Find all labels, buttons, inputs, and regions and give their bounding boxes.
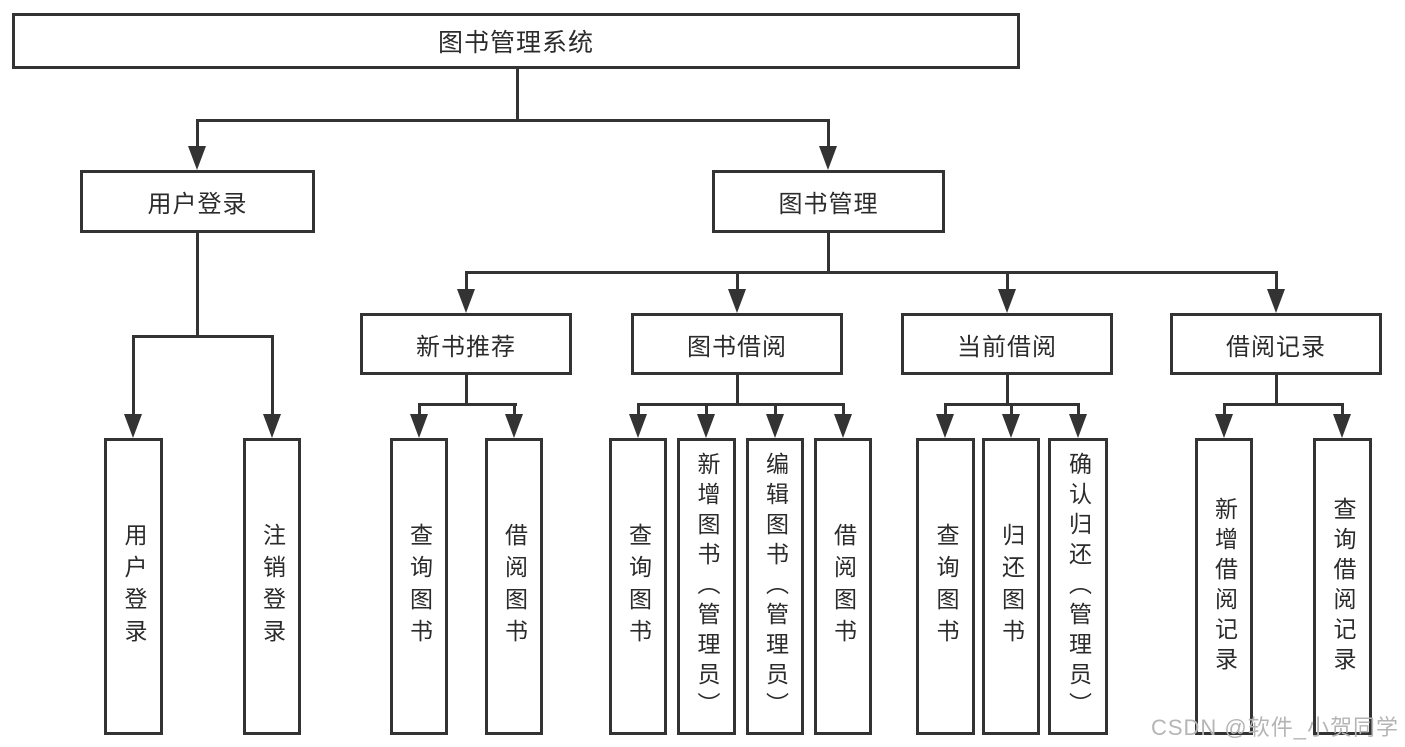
arrowhead-current-borrow xyxy=(998,289,1016,313)
arrowhead-leaf xyxy=(1333,414,1351,438)
node-label: 用户登录 xyxy=(147,191,248,218)
leaf-borrow-books-recommend: 借阅图书 xyxy=(485,438,543,735)
connector-drop-book-borrow xyxy=(736,271,739,290)
connector-new-books-bus xyxy=(418,403,517,406)
connector-drop-leaf xyxy=(418,403,421,414)
connector-drop-leaf xyxy=(705,403,708,414)
leaf-label: 用户登录 xyxy=(121,522,147,651)
arrowhead-user-login xyxy=(188,146,206,170)
leaf-logout: 注销登录 xyxy=(243,438,301,735)
leaf-label: 查询图书 xyxy=(406,522,433,651)
leaf-label: 确认归还（管理员） xyxy=(1065,451,1092,722)
connector-user-login-bus xyxy=(132,335,274,338)
connector-book-management-bus xyxy=(465,271,1278,274)
connector-drop-leaf xyxy=(637,403,640,414)
leaf-label: 归还图书 xyxy=(998,522,1025,651)
leaf-add-books-admin: 新增图书（管理员） xyxy=(677,438,736,735)
connector-drop-leaf xyxy=(944,403,947,414)
node-book-management: 图书管理 xyxy=(712,170,945,233)
leaf-borrow-books: 借阅图书 xyxy=(814,438,872,735)
leaf-label: 新增图书（管理员） xyxy=(694,451,720,722)
node-book-borrowing: 图书借阅 xyxy=(631,313,843,375)
connector-new-books-stem xyxy=(465,375,468,406)
arrowhead-leaf xyxy=(629,414,647,438)
csdn-watermark: CSDN @软件_小贺同学 xyxy=(1150,715,1399,740)
node-borrowing-records: 借阅记录 xyxy=(1170,313,1382,375)
connector-drop-book-management xyxy=(827,119,830,147)
connector-drop-current-borrow xyxy=(1006,271,1009,290)
connector-user-login-stem xyxy=(196,233,199,337)
node-label: 图书借阅 xyxy=(687,333,787,361)
leaf-label: 编辑图书（管理员） xyxy=(762,451,789,722)
arrowhead-leaf-logout xyxy=(263,414,281,438)
arrowhead-leaf-login xyxy=(124,414,142,438)
connector-drop-leaf xyxy=(1077,403,1080,414)
arrowhead-leaf xyxy=(1069,414,1087,438)
connector-drop-leaf xyxy=(1341,403,1344,414)
connector-drop-leaf-login xyxy=(132,335,135,415)
leaf-label: 借阅图书 xyxy=(501,522,528,651)
leaf-edit-books-admin: 编辑图书（管理员） xyxy=(746,438,804,735)
connector-book-borrow-stem xyxy=(736,375,739,406)
node-label: 借阅记录 xyxy=(1226,333,1326,361)
node-book-management-system: 图书管理系统 xyxy=(12,13,1020,69)
node-label: 图书管理 xyxy=(778,191,879,218)
leaf-label: 新增借阅记录 xyxy=(1211,496,1238,677)
arrowhead-leaf xyxy=(410,414,428,438)
leaf-confirm-return-admin: 确认归还（管理员） xyxy=(1048,438,1108,735)
connector-borrow-records-bus xyxy=(1223,403,1344,406)
connector-drop-leaf-logout xyxy=(271,335,274,415)
arrowhead-book-management xyxy=(819,146,837,170)
leaf-query-books-current: 查询图书 xyxy=(916,438,975,735)
leaf-label: 查询借阅记录 xyxy=(1330,496,1356,677)
connector-drop-new-books xyxy=(465,271,468,290)
arrowhead-leaf xyxy=(936,414,954,438)
connector-drop-leaf xyxy=(1010,403,1013,414)
arrowhead-leaf xyxy=(1002,414,1020,438)
connector-current-borrow-stem xyxy=(1006,375,1009,406)
leaf-query-books-borrowing: 查询图书 xyxy=(609,438,667,735)
connector-root-stem xyxy=(516,69,519,120)
connector-drop-leaf xyxy=(1223,403,1226,414)
node-label: 图书管理系统 xyxy=(437,29,594,57)
leaf-label: 查询图书 xyxy=(625,522,652,651)
leaf-label: 借阅图书 xyxy=(830,522,857,651)
leaf-user-login: 用户登录 xyxy=(104,438,163,735)
arrowhead-leaf xyxy=(505,414,523,438)
arrowhead-borrow-records xyxy=(1267,289,1285,313)
arrowhead-new-books xyxy=(457,289,475,313)
connector-book-management-stem xyxy=(827,233,830,273)
connector-drop-leaf xyxy=(774,403,777,414)
node-label: 当前借阅 xyxy=(957,333,1057,361)
arrowhead-leaf xyxy=(697,414,715,438)
leaf-label: 查询图书 xyxy=(933,522,959,651)
node-label: 新书推荐 xyxy=(416,333,516,361)
arrowhead-leaf xyxy=(766,414,784,438)
leaf-label: 注销登录 xyxy=(259,522,286,651)
connector-book-borrow-bus xyxy=(637,403,845,406)
connector-borrow-records-stem xyxy=(1275,375,1278,406)
leaf-query-borrow-record: 查询借阅记录 xyxy=(1313,438,1372,735)
connector-drop-borrow-records xyxy=(1275,271,1278,290)
leaf-query-books-recommend: 查询图书 xyxy=(390,438,448,735)
arrowhead-book-borrow xyxy=(728,289,746,313)
node-user-login: 用户登录 xyxy=(80,170,315,233)
connector-drop-leaf xyxy=(513,403,516,414)
connector-root-bus xyxy=(196,119,830,122)
connector-drop-leaf xyxy=(842,403,845,414)
arrowhead-leaf xyxy=(834,414,852,438)
arrowhead-leaf xyxy=(1215,414,1233,438)
node-current-borrowing: 当前借阅 xyxy=(901,313,1113,375)
leaf-return-books: 归还图书 xyxy=(982,438,1040,735)
connector-drop-user-login xyxy=(196,119,199,147)
leaf-add-borrow-record: 新增借阅记录 xyxy=(1195,438,1253,735)
node-new-book-recommend: 新书推荐 xyxy=(360,313,572,375)
